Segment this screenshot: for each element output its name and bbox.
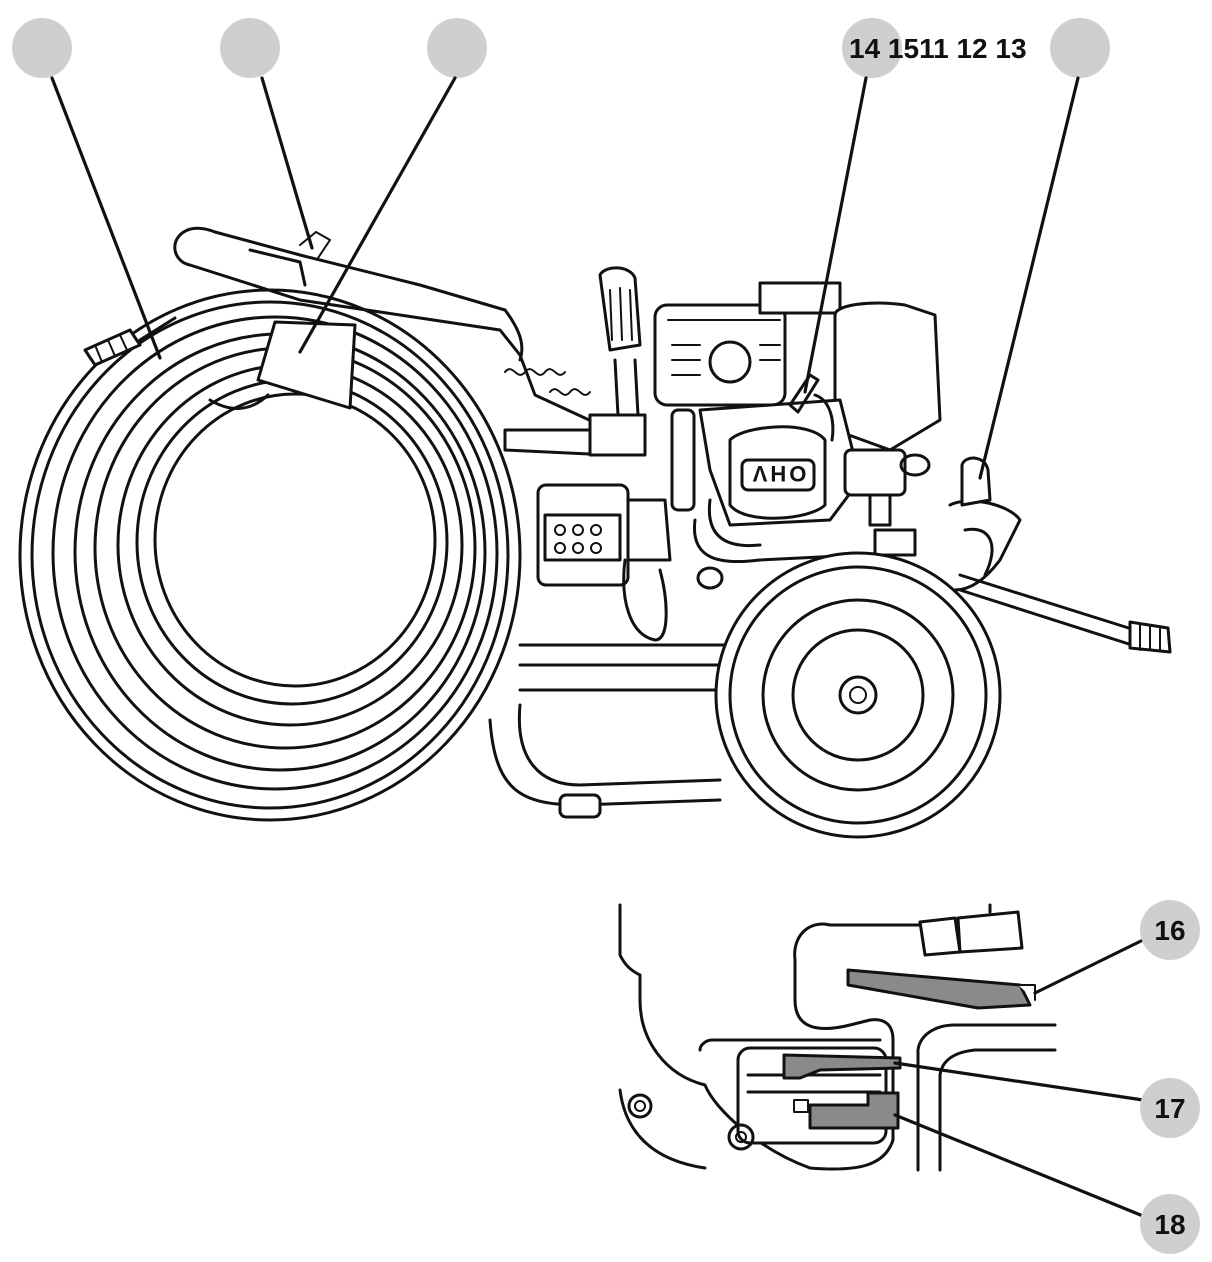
callout-badge-4 [842,18,902,78]
fuel-valve [808,1091,900,1130]
leader-lines-top [50,76,1080,480]
svg-text:18: 18 [1154,1209,1185,1240]
callout-badge-3 [427,18,487,78]
svg-text:16: 16 [1154,915,1185,946]
callout-badge-2 [220,18,280,78]
springs [504,368,591,396]
callout-numbers-top: 14 1511 12 13 [849,33,1027,64]
axle-outlet [948,456,1172,654]
pump [503,266,672,642]
callout-badges-top [12,18,1110,78]
wheel [714,551,1002,839]
pressure-washer-illustration: OHV [12,18,1172,839]
callout-badge-1 [12,18,72,78]
detail-view: 16 17 18 [618,900,1200,1254]
callout-badge-16: 16 [1140,900,1200,960]
choke-lever [846,968,1032,1010]
svg-text:17: 17 [1154,1093,1185,1124]
callout-badge-18: 18 [1140,1194,1200,1254]
engine: OHV [488,281,942,819]
callout-badge-5 [1050,18,1110,78]
hose-reel [18,288,522,822]
ohv-badge: OHV [750,461,807,486]
callout-badge-17: 17 [1140,1078,1200,1138]
throttle-lever [782,1053,902,1080]
